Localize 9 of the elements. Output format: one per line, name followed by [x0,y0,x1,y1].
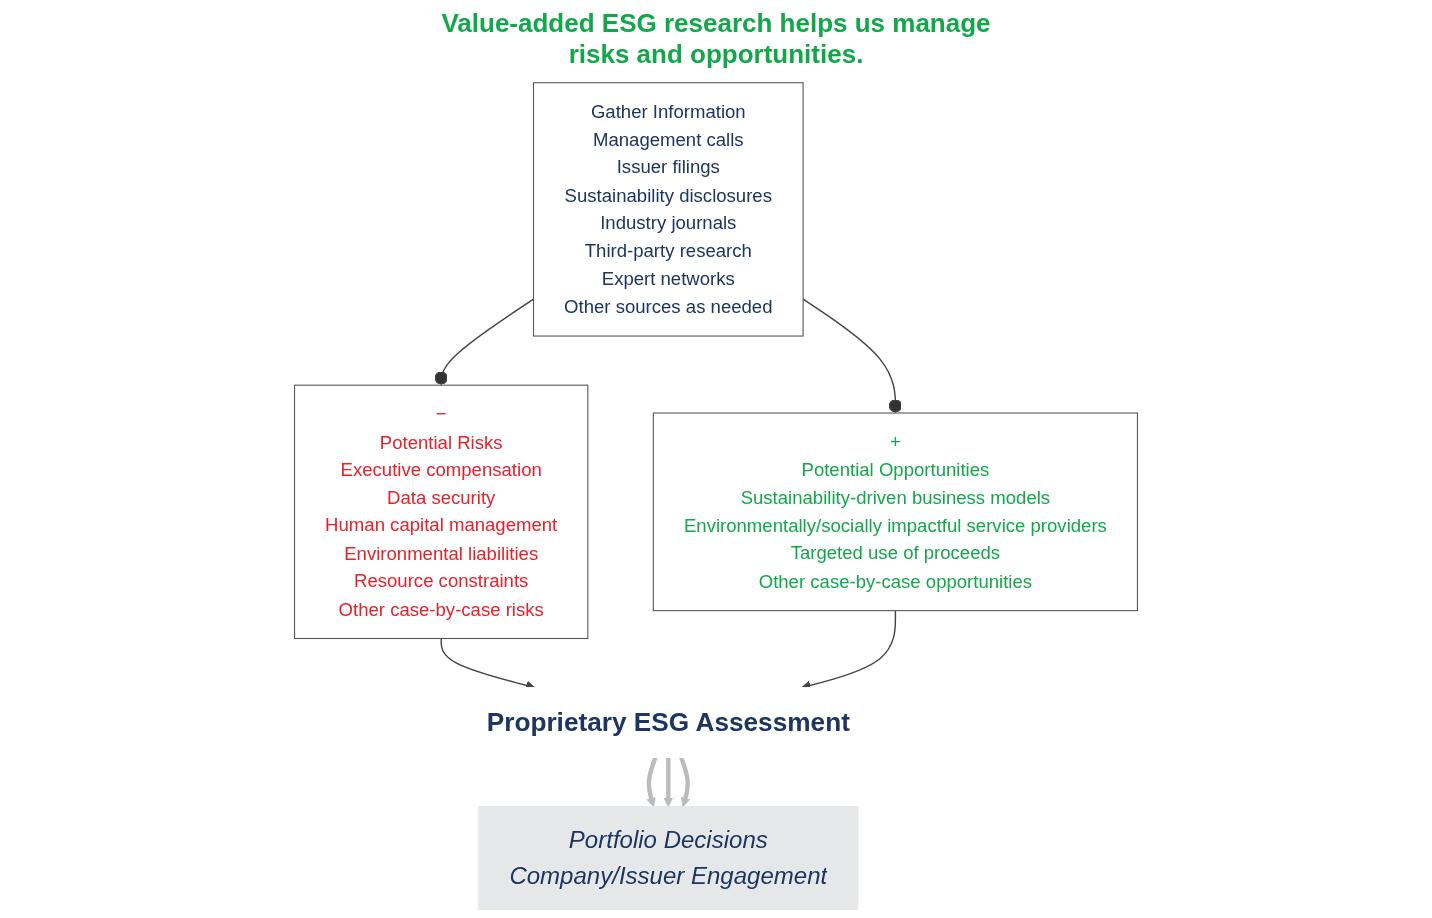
arrow [679,756,691,808]
node-box: + Potential Opportunities Sustainability-driven business models Environmentally/socially impactful service providers Targeted use of proceeds Other case-by-case opportunities [652,412,1138,612]
node-box: Gather Information Management calls Issuer filings Sustainability disclosures Industry journals Third-party research Expert networks Other sources as needed [532,82,804,337]
arrow [663,757,674,808]
arrow [646,756,658,808]
node-box: Portfolio Decisions Company/Issuer Engagement [478,806,859,910]
statement-text: Value-added ESG research helps us manage risks and opportunities. [440,8,992,70]
node-text: Proprietary ESG Assessment [486,707,850,737]
node-box: − Potential Risks Executive compensation Data security Human capital management Environmental liabilities Resource constraints Other case-by-case risks [294,384,589,640]
